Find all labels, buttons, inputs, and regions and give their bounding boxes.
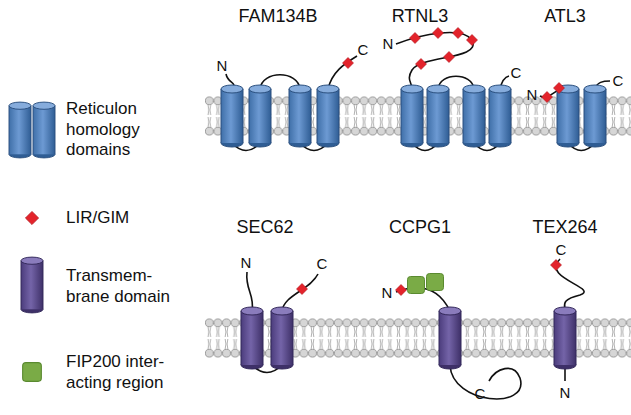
protein-name: TEX264 <box>532 218 597 238</box>
terminus-label: C <box>511 65 522 82</box>
terminus-label: C <box>358 42 369 59</box>
protein-name: FAM134B <box>238 7 317 27</box>
terminus-label: C <box>317 256 328 273</box>
terminus-label: C <box>613 73 624 90</box>
terminus-label: N <box>241 255 252 272</box>
legend-text: FIP200 inter- acting region <box>66 352 178 393</box>
polypeptide-chain <box>226 32 610 398</box>
legend-text: LIR/GIM <box>66 208 178 229</box>
terminus-label: C <box>556 242 567 259</box>
legend-sample <box>9 102 55 381</box>
lir-motif <box>297 28 565 296</box>
terminus-label: N <box>382 285 393 302</box>
terminus-label: N <box>217 58 228 75</box>
transmembrane-domain <box>241 307 576 369</box>
terminus-label: N <box>527 87 538 104</box>
reticulon-homology-domain <box>221 85 606 147</box>
terminus-label: N <box>383 36 394 53</box>
legend-text: Reticulon homology domains <box>66 99 178 161</box>
terminus-label: C <box>475 386 486 403</box>
protein-name: CCPG1 <box>389 218 451 238</box>
terminus-label: N <box>560 385 571 402</box>
legend-text: Transmem- brane domain <box>66 266 178 307</box>
protein-name: ATL3 <box>544 7 586 27</box>
protein-name: RTNL3 <box>392 7 449 27</box>
protein-name: SEC62 <box>236 218 293 238</box>
fip200-interacting-region <box>408 274 444 294</box>
